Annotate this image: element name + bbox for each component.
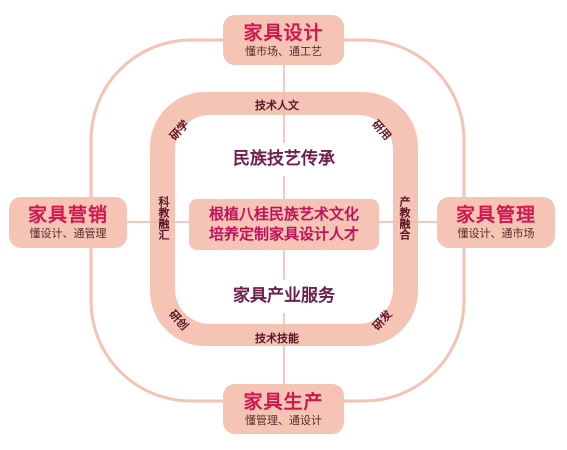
node-furniture-management: 家具管理 懂设计、通市场 (437, 197, 555, 248)
inner-upper-text: 民族技艺传承 (233, 149, 335, 169)
node-title: 家具设计 (243, 21, 324, 44)
band-label-top: 技术人文 (255, 99, 299, 112)
inner-upper-box: 民族技艺传承 (202, 143, 366, 176)
inner-lower-box: 家具产业服务 (202, 280, 366, 313)
inner-lower-text: 家具产业服务 (233, 286, 335, 306)
node-subtitle: 懂设计、通管理 (29, 227, 107, 240)
center-line-1: 根植八桂民族艺术文化 (208, 205, 359, 223)
center-box: 根植八桂民族艺术文化 培养定制家具设计人才 (189, 199, 379, 250)
center-line-2: 培养定制家具设计人才 (208, 225, 359, 243)
node-title: 家具生产 (243, 390, 324, 413)
node-subtitle: 懂设计、通市场 (457, 227, 535, 240)
band-label-bottom: 技术技能 (255, 332, 299, 345)
node-furniture-marketing: 家具营销 懂设计、通管理 (9, 197, 127, 248)
node-title: 家具营销 (27, 204, 108, 226)
node-subtitle: 懂市场、通工艺 (245, 44, 322, 58)
node-furniture-design: 家具设计 懂市场、通工艺 (223, 15, 344, 65)
node-title: 家具管理 (455, 204, 536, 226)
band-label-right: 产教融合 (398, 196, 411, 240)
node-subtitle: 懂管理、通设计 (245, 413, 322, 427)
node-furniture-production: 家具生产 懂管理、通设计 (223, 384, 344, 434)
band-label-left: 科教融汇 (157, 196, 170, 240)
